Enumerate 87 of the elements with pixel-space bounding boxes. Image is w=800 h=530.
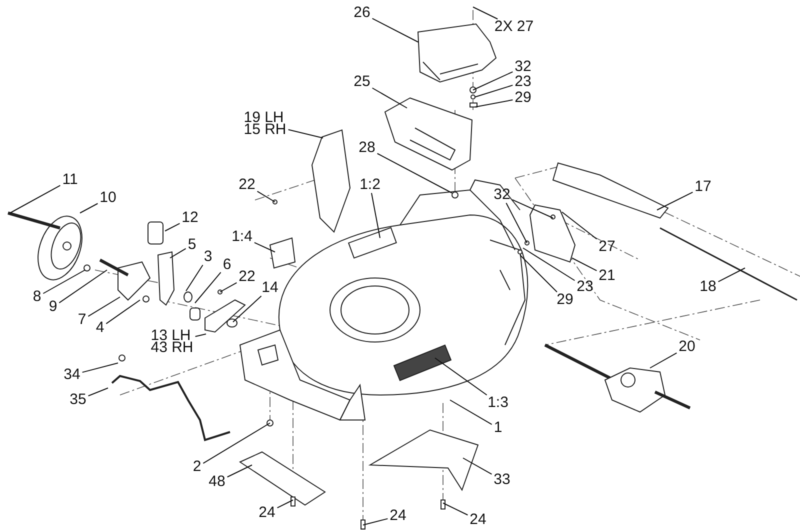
callout-number: 27 — [598, 241, 616, 253]
callout-number: 7 — [78, 314, 86, 326]
callout-number: 15 RH — [244, 124, 286, 136]
leader-line — [42, 270, 86, 294]
leader-line — [10, 184, 61, 214]
leader-line — [232, 296, 262, 322]
callout-number: 33 — [494, 474, 510, 486]
leader-line — [372, 88, 408, 108]
callout-number: 48 — [208, 476, 226, 488]
callout-number: 3 — [204, 251, 212, 263]
callout-number: 24 — [258, 507, 276, 519]
leader-line — [58, 270, 108, 304]
leader-line — [656, 192, 694, 210]
callout-number: 23 — [514, 76, 532, 88]
callout-number: 9 — [48, 301, 58, 313]
leader-line — [256, 190, 276, 202]
leader-line — [226, 464, 252, 478]
leader-line — [288, 129, 324, 138]
leader-line — [650, 352, 678, 368]
leader-line — [194, 334, 206, 337]
callout-number: 11 — [62, 174, 78, 186]
leader-line — [718, 268, 746, 282]
leader-line — [562, 212, 598, 240]
callout-number: 23 — [576, 281, 594, 293]
callout-number: 25 — [354, 76, 370, 88]
leader-line — [170, 248, 186, 258]
callout-number: 18 — [700, 281, 716, 293]
leader-line — [434, 358, 488, 396]
leader-line — [506, 202, 528, 244]
callout-number: 2 — [192, 461, 202, 473]
leader-line — [80, 203, 98, 214]
callout-number: 8 — [32, 291, 42, 303]
callout-number: 12 — [182, 212, 198, 224]
leader-line — [82, 362, 118, 373]
leader-line — [88, 296, 120, 317]
callout-number: 21 — [598, 270, 616, 282]
leader-line — [472, 71, 514, 90]
leader-line — [202, 422, 270, 464]
callout-number: 13 LH — [150, 330, 191, 342]
callout-number: 32 — [494, 189, 510, 201]
leader-line — [512, 199, 554, 218]
leader-line — [462, 458, 492, 475]
leader-line — [164, 222, 180, 232]
callout-number: 29 — [556, 294, 574, 306]
callout-number: 5 — [188, 239, 196, 251]
callout-number: 35 — [70, 394, 86, 406]
leader-line — [186, 264, 204, 292]
callout-number: 19 LH — [244, 112, 284, 124]
leader-line — [522, 248, 576, 281]
callout-number: 20 — [678, 341, 696, 353]
callout-number: 34 — [64, 369, 80, 381]
leader-line — [474, 84, 514, 98]
callout-number: 1 — [494, 422, 502, 434]
callout-number: 43 RH — [150, 342, 194, 354]
callout-number: 26 — [354, 7, 370, 19]
callout-number: 10 — [100, 192, 116, 204]
leader-line — [194, 272, 222, 304]
callout-number: 24 — [390, 510, 406, 522]
callout-number: 1:2 — [360, 179, 380, 191]
callout-number: 2X 27 — [494, 21, 534, 33]
leader-line — [572, 258, 598, 272]
callout-number: 28 — [358, 142, 376, 154]
callout-number: 24 — [470, 514, 486, 526]
callout-number: 4 — [96, 322, 104, 334]
leader-line — [450, 400, 492, 425]
leader-line — [106, 300, 140, 324]
callout-number: 22 — [238, 271, 256, 283]
leader-line — [88, 388, 108, 396]
callout-number: 32 — [514, 61, 532, 73]
leader-line — [220, 282, 238, 292]
leader-line — [372, 18, 418, 42]
callout-number: 14 — [262, 282, 278, 294]
leader-line — [371, 192, 380, 238]
leader-line — [276, 500, 294, 508]
leader-line — [362, 518, 388, 526]
callout-number: 29 — [514, 92, 532, 104]
callout-number: 1:3 — [488, 397, 508, 409]
leader-line — [376, 153, 452, 194]
leader-line — [520, 254, 558, 292]
callout-number: 17 — [694, 181, 712, 193]
leader-line — [472, 6, 498, 20]
leader-line — [474, 99, 514, 108]
leader-line — [442, 502, 468, 516]
leader-line — [254, 242, 276, 252]
callout-number: 6 — [222, 259, 232, 271]
callout-number: 1:4 — [232, 231, 252, 243]
callout-number: 22 — [238, 179, 256, 191]
